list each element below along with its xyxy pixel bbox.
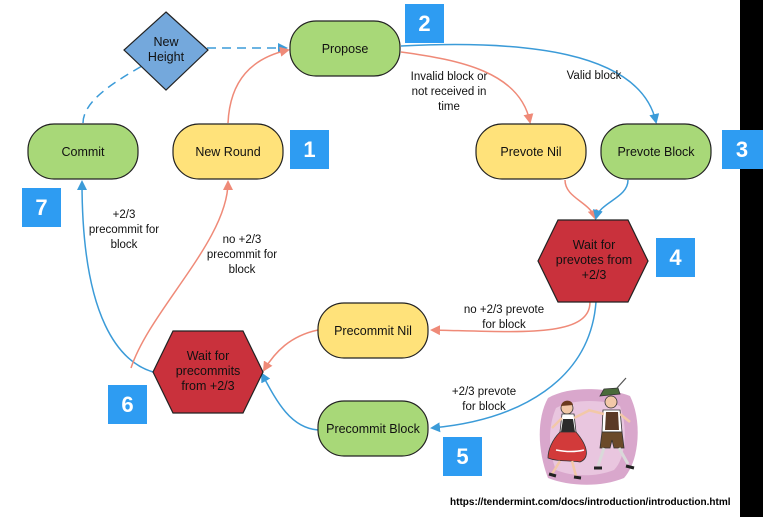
- invalid-block-line3: time: [438, 101, 460, 113]
- edge-prevoteblock-waitprevotes: [593, 179, 629, 220]
- node-new-height: New Height: [123, 11, 209, 91]
- new-height-line2: Height: [148, 50, 185, 64]
- node-wait-prevotes: Wait for prevotes from +2/3: [537, 219, 649, 303]
- edge-label-commit-precommit: +2/3 precommit for block: [89, 209, 159, 251]
- prevote-for-block-line1: +2/3 prevote: [452, 386, 516, 398]
- prevote-nil-label: Prevote Nil: [500, 145, 561, 159]
- edge-waitprecommits-commit: [77, 180, 154, 373]
- badge-3: 3: [722, 130, 763, 169]
- wait-prevotes-line3: +2/3: [582, 268, 607, 282]
- badge-6-label: 6: [121, 392, 133, 417]
- badge-1-label: 1: [303, 137, 315, 162]
- badge-5-label: 5: [456, 444, 468, 469]
- commit-precommit-line1: +2/3: [113, 209, 136, 221]
- edge-waitprevotes-precommitblock: [430, 301, 597, 433]
- no-precommit-line1: no +2/3: [223, 234, 262, 246]
- node-wait-precommits: Wait for precommits from +2/3: [152, 330, 264, 414]
- edge-label-invalid-block: Invalid block or not received in time: [411, 71, 488, 113]
- edge-waitprecommits-newround: [130, 180, 233, 369]
- node-prevote-block: Prevote Block: [600, 123, 712, 180]
- node-propose: Propose: [289, 20, 401, 77]
- edge-precommitblock-waitprecommits: [261, 372, 319, 431]
- edge-label-no-prevote: no +2/3 prevote for block: [464, 304, 544, 331]
- precommit-nil-label: Precommit Nil: [334, 324, 412, 338]
- badge-6: 6: [108, 385, 147, 424]
- new-round-label: New Round: [195, 145, 260, 159]
- badge-3-label: 3: [736, 137, 748, 162]
- wait-precommits-line2: precommits: [176, 364, 241, 378]
- badge-7-label: 7: [35, 195, 47, 220]
- edge-label-valid-block: Valid block: [567, 70, 622, 82]
- badge-5: 5: [443, 437, 482, 476]
- edge-commit-newheight: [82, 65, 143, 124]
- commit-label: Commit: [61, 145, 105, 159]
- no-precommit-line2: precommit for: [207, 249, 277, 261]
- edge-waitprevotes-precommitnil: [430, 301, 591, 336]
- badge-2: 2: [405, 4, 444, 43]
- edge-prevotenil-waitprevotes: [564, 179, 598, 220]
- edge-precommitnil-waitprecommits: [262, 329, 319, 372]
- wait-prevotes-line2: prevotes from: [556, 253, 632, 267]
- invalid-block-line2: not received in: [412, 86, 487, 98]
- dancing-couple-clipart: [539, 377, 638, 485]
- badge-1: 1: [290, 130, 329, 169]
- prevote-block-label: Prevote Block: [617, 145, 695, 159]
- badge-2-label: 2: [418, 11, 430, 36]
- invalid-block-line1: Invalid block or: [411, 71, 488, 83]
- precommit-block-label: Precommit Block: [326, 422, 421, 436]
- consensus-flow-diagram: New Height Propose New Round Commit Prev…: [22, 4, 763, 508]
- edge-label-prevote-for-block: +2/3 prevote for block: [452, 386, 516, 413]
- node-precommit-nil: Precommit Nil: [317, 302, 429, 359]
- edge-propose-prevoteblock: [400, 43, 660, 124]
- edge-label-no-precommit: no +2/3 precommit for block: [207, 234, 277, 276]
- source-url: https://tendermint.com/docs/introduction…: [450, 497, 731, 508]
- node-new-round: New Round: [172, 123, 284, 180]
- edge-propose-prevotenil: [400, 51, 534, 124]
- badge-7: 7: [22, 188, 61, 227]
- no-prevote-line2: for block: [482, 319, 526, 331]
- propose-label: Propose: [322, 42, 369, 56]
- no-precommit-line3: block: [229, 264, 256, 276]
- node-precommit-block: Precommit Block: [317, 400, 429, 457]
- wait-prevotes-line1: Wait for: [573, 238, 616, 252]
- prevote-for-block-line2: for block: [462, 401, 506, 413]
- commit-precommit-line2: precommit for: [89, 224, 159, 236]
- commit-precommit-line3: block: [111, 239, 138, 251]
- new-height-line1: New: [153, 35, 179, 49]
- wait-precommits-line3: from +2/3: [181, 379, 234, 393]
- badge-4: 4: [656, 238, 695, 277]
- wait-precommits-line1: Wait for: [187, 349, 230, 363]
- no-prevote-line1: no +2/3 prevote: [464, 304, 544, 316]
- node-prevote-nil: Prevote Nil: [475, 123, 587, 180]
- badge-4-label: 4: [669, 245, 682, 270]
- node-commit: Commit: [27, 123, 139, 180]
- edge-newround-propose: [227, 46, 290, 124]
